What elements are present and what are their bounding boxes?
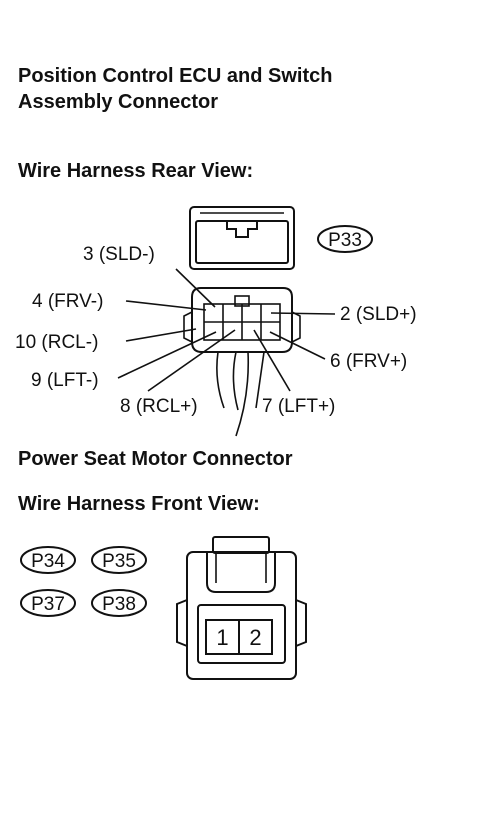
section1-title-line2: Assembly Connector	[18, 91, 219, 113]
ecu-connector-front	[189, 206, 295, 270]
pin-label-2: 2 (SLD+)	[340, 304, 417, 325]
section1-title-line1: Position Control ECU and Switch	[18, 65, 333, 87]
connector-id-p34: P34	[31, 551, 65, 572]
rear-view-label: Wire Harness Rear View:	[18, 160, 254, 182]
section1-title: Position Control ECU and Switch Assembly…	[18, 63, 332, 115]
connector-id-p35: P35	[102, 551, 136, 572]
pin-label-10: 10 (RCL-)	[15, 332, 98, 353]
pin-label-4: 4 (FRV-)	[32, 291, 103, 312]
connector-id-badges-lower: P34 P35 P37 P38	[20, 546, 147, 617]
pin-label-8: 8 (RCL+)	[120, 396, 198, 417]
connector-id-p33: P33	[328, 230, 362, 251]
motor-connector: 1 2	[176, 536, 307, 680]
connector-id-p37: P37	[31, 594, 65, 615]
pin-label-9: 9 (LFT-)	[31, 370, 99, 391]
pin-label-7: 7 (LFT+)	[262, 396, 335, 417]
pin-labels: 3 (SLD-) 4 (FRV-) 10 (RCL-) 9 (LFT-) 8 (…	[15, 244, 417, 417]
motor-pin-2: 2	[249, 625, 261, 650]
connector-id-p38: P38	[102, 594, 136, 615]
front-view-label: Wire Harness Front View:	[18, 493, 260, 515]
pin-leader-lines	[117, 268, 336, 392]
connector-id-badge-p33: P33	[317, 225, 373, 253]
section2-title: Power Seat Motor Connector	[18, 448, 293, 470]
motor-pin-1: 1	[216, 625, 228, 650]
pin-label-6: 6 (FRV+)	[330, 351, 407, 372]
pin-label-3: 3 (SLD-)	[83, 244, 155, 265]
